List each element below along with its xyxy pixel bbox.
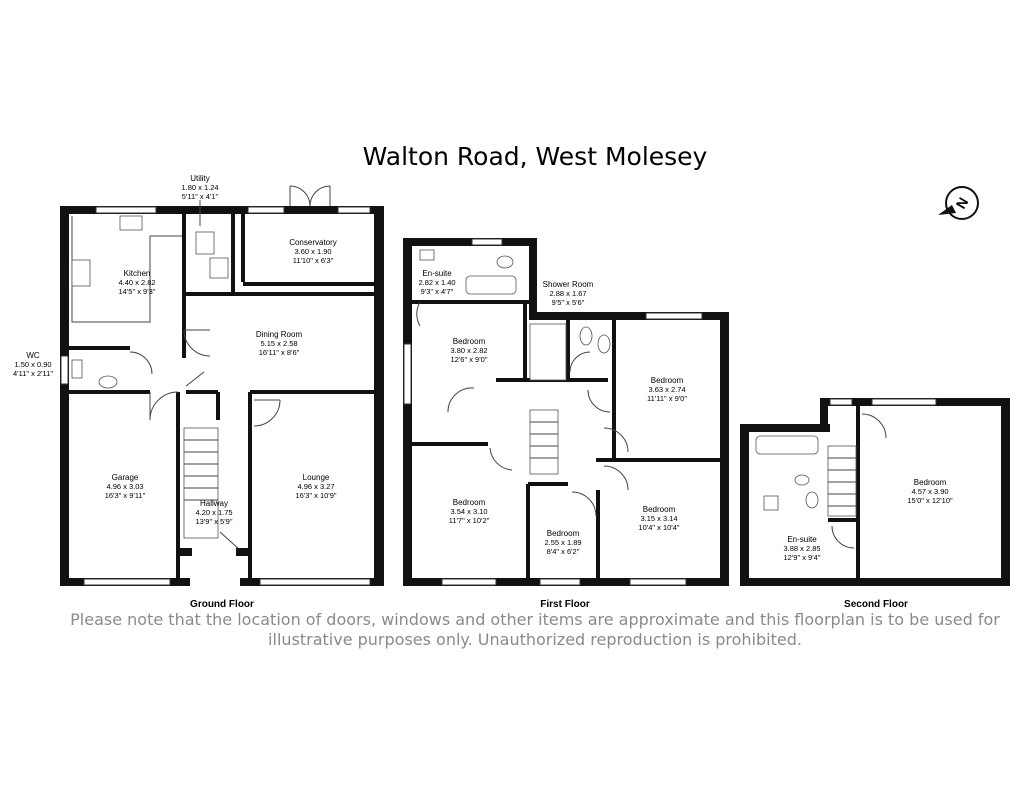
svg-text:Bedroom: Bedroom (643, 505, 676, 514)
room-lounge: Lounge 4.96 x 3.27 16'3" x 10'9" (295, 473, 336, 500)
svg-text:13'9" x 5'9": 13'9" x 5'9" (196, 517, 233, 526)
room-en-suite-second: En-suite 3.88 x 2.85 12'9" x 9'4" (783, 535, 820, 562)
svg-text:4.96 x 3.03: 4.96 x 3.03 (106, 482, 143, 491)
room-conservatory: Conservatory 3.60 x 1.90 11'10" x 6'3" (289, 238, 337, 265)
svg-text:Bedroom: Bedroom (651, 376, 684, 385)
svg-text:3.15 x 3.14: 3.15 x 3.14 (640, 514, 677, 523)
room-en-suite-first: En-suite 2.82 x 1.40 9'3" x 4'7" (418, 269, 455, 296)
svg-text:16'3" x 9'11": 16'3" x 9'11" (105, 491, 146, 500)
north-arrow-icon: N (938, 186, 979, 220)
svg-text:11'10" x 6'3": 11'10" x 6'3" (293, 256, 334, 265)
svg-text:9'3" x 4'7": 9'3" x 4'7" (421, 287, 454, 296)
svg-text:1.50 x 0.90: 1.50 x 0.90 (14, 360, 51, 369)
svg-text:3.54 x 3.10: 3.54 x 3.10 (450, 507, 487, 516)
svg-text:Kitchen: Kitchen (124, 269, 151, 278)
svg-text:4.40 x 2.82: 4.40 x 2.82 (118, 278, 155, 287)
room-wc: WC 1.50 x 0.90 4'11" x 2'11" (13, 351, 53, 378)
svg-text:16'11" x 8'6": 16'11" x 8'6" (259, 348, 300, 357)
svg-text:11'7" x 10'2": 11'7" x 10'2" (449, 516, 490, 525)
svg-text:Lounge: Lounge (303, 473, 330, 482)
ground-floor-plan: Ground Floor Utility 1.80 x 1.24 5'11" x… (13, 174, 384, 610)
svg-text:1.80 x 1.24: 1.80 x 1.24 (181, 183, 218, 192)
svg-text:9'5" x 5'6": 9'5" x 5'6" (552, 298, 585, 307)
svg-text:Hallway: Hallway (200, 499, 228, 508)
room-kitchen: Kitchen 4.40 x 2.82 14'5" x 9'3" (118, 269, 155, 296)
svg-text:11'11" x 9'0": 11'11" x 9'0" (647, 394, 687, 403)
svg-text:12'6" x 9'0": 12'6" x 9'0" (451, 355, 488, 364)
room-bedroom-first-5: Bedroom 2.55 x 1.89 8'4" x 6'2" (544, 529, 581, 556)
room-hallway: Hallway 4.20 x 1.75 13'9" x 5'9" (195, 499, 232, 526)
svg-text:16'3" x 10'9": 16'3" x 10'9" (295, 491, 336, 500)
svg-text:12'9" x 9'4": 12'9" x 9'4" (784, 553, 821, 562)
room-bedroom-first-1: Bedroom 3.80 x 2.82 12'6" x 9'0" (450, 337, 487, 364)
svg-text:14'5" x 9'3": 14'5" x 9'3" (119, 287, 156, 296)
svg-text:2.82 x 1.40: 2.82 x 1.40 (418, 278, 455, 287)
svg-text:En-suite: En-suite (787, 535, 817, 544)
svg-text:Shower Room: Shower Room (543, 280, 594, 289)
svg-text:WC: WC (26, 351, 40, 360)
ground-floor-label: Ground Floor (190, 599, 254, 610)
second-floor-label: Second Floor (844, 599, 908, 610)
svg-text:Bedroom: Bedroom (914, 478, 947, 487)
svg-text:4.57 x 3.90: 4.57 x 3.90 (911, 487, 948, 496)
svg-text:Utility: Utility (190, 174, 210, 183)
svg-text:3.80 x 2.82: 3.80 x 2.82 (450, 346, 487, 355)
svg-text:Bedroom: Bedroom (453, 498, 486, 507)
svg-text:5'11" x 4'1": 5'11" x 4'1" (182, 192, 219, 201)
room-bedroom-second: Bedroom 4.57 x 3.90 15'0" x 12'10" (907, 478, 953, 505)
svg-text:4.96 x 3.27: 4.96 x 3.27 (297, 482, 334, 491)
svg-text:Bedroom: Bedroom (453, 337, 486, 346)
svg-text:3.88 x 2.85: 3.88 x 2.85 (783, 544, 820, 553)
room-bedroom-first-3: Bedroom 3.54 x 3.10 11'7" x 10'2" (449, 498, 490, 525)
svg-text:Garage: Garage (112, 473, 139, 482)
room-utility: Utility 1.80 x 1.24 5'11" x 4'1" (181, 174, 218, 201)
svg-text:En-suite: En-suite (422, 269, 452, 278)
page-title: Walton Road, West Molesey (362, 142, 708, 171)
room-bedroom-first-4: Bedroom 3.15 x 3.14 10'4" x 10'4" (638, 505, 679, 532)
svg-text:2.55 x 1.89: 2.55 x 1.89 (544, 538, 581, 547)
svg-text:2.88 x 1.67: 2.88 x 1.67 (549, 289, 586, 298)
disclaimer-text: Please note that the location of doors, … (70, 610, 1000, 649)
room-dining-room: Dining Room 5.15 x 2.58 16'11" x 8'6" (256, 330, 303, 357)
svg-text:3.60 x 1.90: 3.60 x 1.90 (294, 247, 331, 256)
first-floor-plan: First Floor En-suite 2.82 x 1.40 9'3" x … (403, 238, 729, 610)
svg-text:8'4" x 6'2": 8'4" x 6'2" (547, 547, 580, 556)
room-shower-room: Shower Room 2.88 x 1.67 9'5" x 5'6" (543, 280, 594, 307)
svg-text:4.20 x 1.75: 4.20 x 1.75 (195, 508, 232, 517)
svg-text:Dining Room: Dining Room (256, 330, 303, 339)
room-garage: Garage 4.96 x 3.03 16'3" x 9'11" (105, 473, 146, 500)
svg-text:Conservatory: Conservatory (289, 238, 337, 247)
svg-text:Bedroom: Bedroom (547, 529, 580, 538)
svg-text:4'11" x 2'11": 4'11" x 2'11" (13, 369, 53, 378)
svg-text:10'4" x 10'4": 10'4" x 10'4" (638, 523, 679, 532)
first-floor-label: First Floor (540, 599, 590, 610)
second-floor-plan: Second Floor Bedroom 4.57 x 3.90 15'0" x… (740, 398, 1010, 610)
room-bedroom-first-2: Bedroom 3.63 x 2.74 11'11" x 9'0" (647, 376, 687, 403)
svg-text:3.63 x 2.74: 3.63 x 2.74 (648, 385, 685, 394)
svg-text:15'0" x 12'10": 15'0" x 12'10" (907, 496, 953, 505)
svg-text:5.15 x 2.58: 5.15 x 2.58 (260, 339, 297, 348)
